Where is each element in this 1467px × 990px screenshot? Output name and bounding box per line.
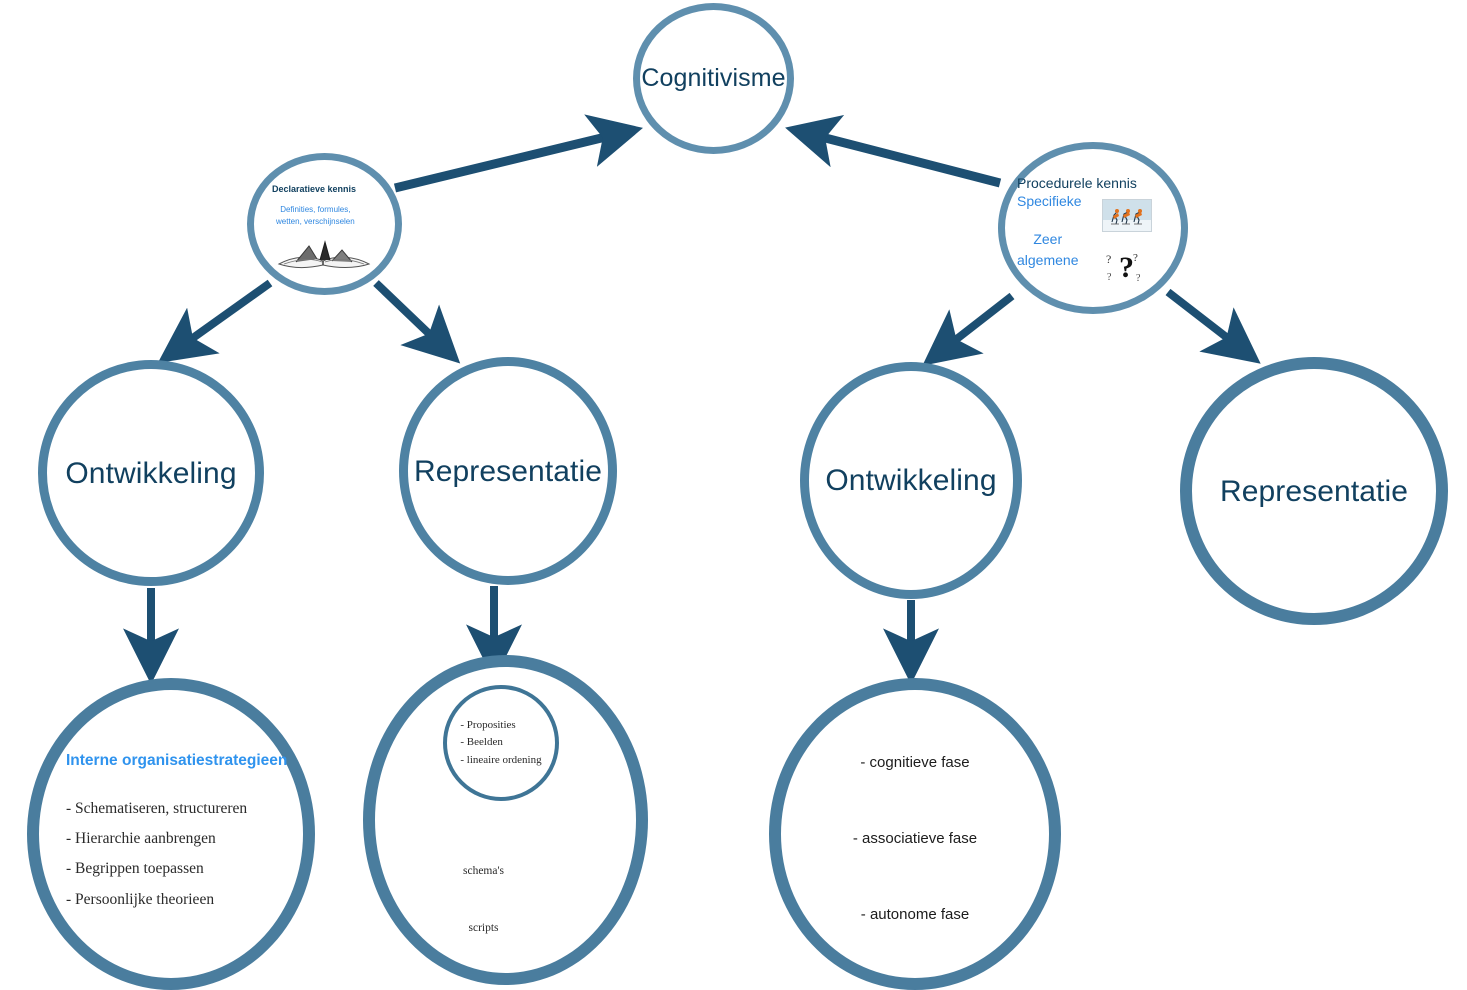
node-procedurele-kennis[interactable]: Procedurele kennis Specifieke Zeer algem… — [998, 142, 1188, 314]
declaratieve-content: Declaratieve kennis Definities, formules… — [254, 160, 395, 288]
fase-associatieve: - associatieve fase — [852, 830, 978, 847]
svg-text:?: ? — [1136, 273, 1141, 283]
fasen-detail-content: - cognitieve fase - associatieve fase - … — [781, 690, 1049, 978]
node-representatie-procedureel[interactable]: Representatie — [1180, 357, 1448, 625]
svg-text:?: ? — [1133, 252, 1138, 264]
node-fasen-detail[interactable]: - cognitieve fase - associatieve fase - … — [769, 678, 1061, 990]
fase-cognitieve: - cognitieve fase — [860, 754, 970, 771]
representatie-detail-content: - Proposities - Beelden - lineaire orden… — [375, 667, 636, 973]
node-ontwikkeling-declaratief[interactable]: Ontwikkeling — [38, 360, 264, 586]
edge-procedurele-to-root — [785, 114, 1002, 188]
speed-skaters-photo-icon — [1102, 199, 1152, 232]
list-item: - Schematiseren, structureren — [66, 800, 248, 817]
declaratieve-heading: Declaratieve kennis — [272, 184, 357, 194]
node-cognitivisme-label: Cognitivisme — [641, 63, 786, 92]
procedurele-heading: Procedurele kennis — [1017, 175, 1137, 191]
node-cognitivisme[interactable]: Cognitivisme — [633, 3, 794, 154]
node-ontwikkeling-procedureel-label: Ontwikkeling — [825, 464, 997, 497]
svg-text:?: ? — [1107, 272, 1112, 283]
svg-text:?: ? — [1106, 252, 1111, 266]
representatie-flow-scripts: scripts — [468, 922, 499, 934]
node-representatie-declaratief[interactable]: Representatie — [399, 357, 617, 585]
node-representatie-declaratief-label: Representatie — [413, 454, 603, 488]
list-item: - Beelden — [460, 736, 503, 749]
node-representatie-detail[interactable]: - Proposities - Beelden - lineaire orden… — [363, 655, 648, 985]
edge-declaratieve-to-representatie — [373, 280, 461, 364]
procedurele-content: Procedurele kennis Specifieke Zeer algem… — [1005, 149, 1181, 307]
edge-declaratieve-to-root — [393, 114, 643, 193]
representatie-inner-list: - Proposities - Beelden - lineaire orden… — [460, 717, 541, 768]
fase-autonome: - autonome fase — [860, 906, 970, 923]
open-book-sketch-icon — [277, 240, 371, 268]
list-item: - Hierarchie aanbrengen — [66, 830, 216, 848]
edge-declaratieve-to-ontwikkeling — [157, 279, 273, 364]
node-representatie-procedureel-label: Representatie — [1219, 474, 1409, 508]
list-item: - Proposities — [460, 719, 516, 732]
declaratieve-subtitle: Definities, formules, wetten, verschijns… — [276, 205, 355, 226]
interne-organisatiestrategieen-title: Interne organisatiestrategieen — [66, 752, 288, 769]
representatie-inner-circle[interactable]: - Proposities - Beelden - lineaire orden… — [443, 685, 559, 801]
representatie-flow-schemas: schema's — [462, 865, 505, 877]
procedurele-algemene-label: Zeer algemene — [1017, 231, 1079, 268]
procedurele-specifieke-label: Specifieke — [1017, 193, 1082, 209]
interne-organisatiestrategieen-list: - Schematiseren, structureren - Hierarch… — [66, 794, 247, 915]
node-ontwikkeling-procedureel[interactable]: Ontwikkeling — [800, 362, 1022, 599]
edge-procedurele-to-ontwikkeling — [922, 292, 1015, 366]
list-item: - Begrippen toepassen — [66, 860, 204, 878]
node-ontwikkeling-declaratief-label: Ontwikkeling — [65, 456, 237, 490]
question-mark-icon: ? ? ? ? ? — [1105, 247, 1145, 284]
list-item: - Persoonlijke theorieen — [66, 890, 215, 908]
interne-content: Interne organisatiestrategieen - Schemat… — [39, 690, 303, 978]
svg-text:?: ? — [1119, 251, 1134, 283]
list-item: - lineaire ordening — [460, 753, 542, 766]
node-declaratieve-kennis[interactable]: Declaratieve kennis Definities, formules… — [247, 153, 402, 295]
node-interne-organisatiestrategieen[interactable]: Interne organisatiestrategieen - Schemat… — [27, 678, 315, 990]
